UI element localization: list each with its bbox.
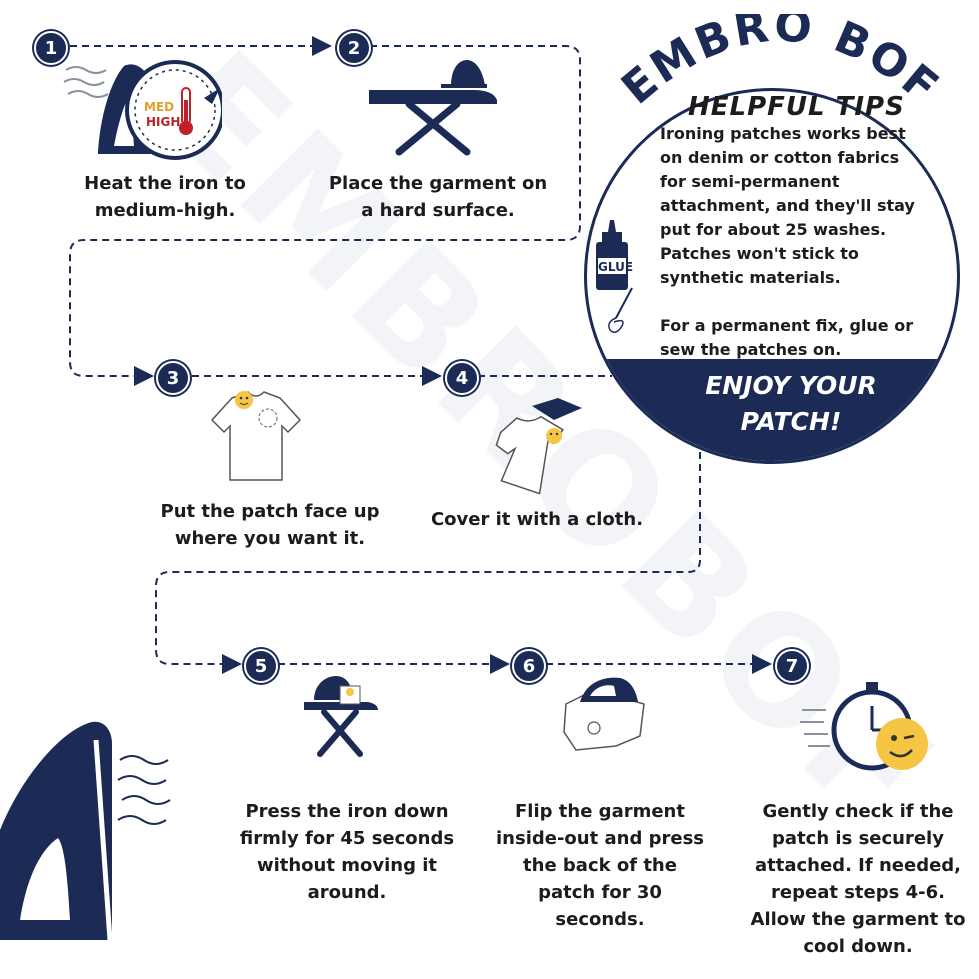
step-badge-5: 5 [244, 649, 278, 683]
step-badge-7: 7 [775, 649, 809, 683]
step-badge-6: 6 [512, 649, 546, 683]
heat-med-label: MED [144, 100, 175, 114]
step-badge-4: 4 [445, 361, 479, 395]
iron-icon [63, 60, 222, 160]
helpful-tips-panel [584, 88, 960, 464]
step-badge-2: 2 [337, 31, 371, 65]
step-badge-1: 1 [34, 31, 68, 65]
glue-label: GLUE [598, 260, 634, 274]
step-badge-3: 3 [156, 361, 190, 395]
tips-title: HELPFUL TIPS [688, 92, 905, 122]
glue-bottle-icon [596, 220, 633, 333]
iron-on-board-icon [304, 676, 378, 757]
tips-body: Ironing patches works best on denim or c… [660, 124, 915, 359]
large-iron-icon [0, 721, 171, 940]
tips-footer-band [587, 359, 957, 461]
iron-on-shirt-icon [563, 677, 645, 751]
ironing-board-icon [369, 60, 497, 156]
step-4-caption: Cover it with a cloth. [430, 509, 644, 530]
heat-high-label: HIGH [146, 115, 181, 129]
tshirt-cloth-icon [495, 398, 582, 495]
stopwatch-wink-icon [800, 682, 928, 771]
enjoy-patch-text: ENJOY YOUR PATCH! [705, 371, 877, 436]
tshirt-patch-icon [210, 391, 302, 481]
